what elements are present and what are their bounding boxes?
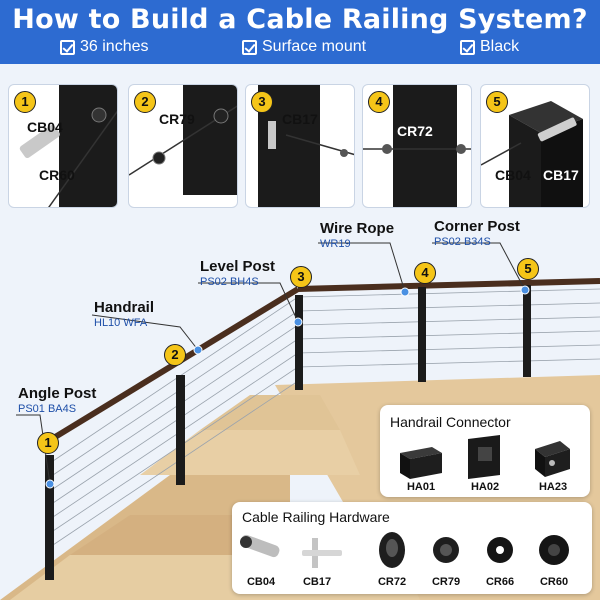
- ha02-icon: [468, 435, 500, 479]
- post-image: [59, 85, 117, 207]
- page-title: How to Build a Cable Railing System?: [12, 4, 588, 35]
- step-badge: 4: [414, 262, 436, 284]
- cb17-icon: [302, 538, 342, 568]
- part-label: CR72: [397, 123, 433, 139]
- cr60-icon: [539, 535, 569, 565]
- part-label: CR79: [431, 576, 461, 588]
- part-label: CB04: [495, 167, 531, 183]
- checkbox-icon: [460, 39, 475, 55]
- step-badge: 1: [14, 91, 36, 113]
- cr72-icon: [379, 532, 405, 568]
- corner-post-icon: [481, 101, 583, 207]
- handrail-connector-box: Handrail Connector HA01 HA02 HA23: [380, 405, 590, 497]
- cr66-icon: [487, 537, 513, 563]
- part-label: CR66: [485, 576, 515, 588]
- cr79-icon: [433, 537, 459, 563]
- cable-fitting-icon: [268, 121, 354, 157]
- step-badge: 4: [368, 91, 390, 113]
- step-panel-5: 5 CB04 CB17: [480, 84, 590, 208]
- box-title: Cable Railing Hardware: [242, 509, 390, 525]
- step-badge: 2: [164, 344, 186, 366]
- step-badge: 5: [486, 91, 508, 113]
- post-image: [183, 85, 237, 195]
- step-badge: 1: [37, 432, 59, 454]
- ha01-icon: [400, 447, 442, 479]
- callout-title-angle-post: Angle Post: [18, 385, 97, 402]
- callout-code-level-post: PS02 BH4S: [200, 276, 259, 288]
- ha23-icon: [535, 441, 570, 477]
- feature-label: Surface mount: [262, 38, 367, 55]
- post-image: [393, 85, 457, 207]
- connector-parts-icons: [400, 435, 570, 479]
- step-panel-3: 3 CB17: [245, 84, 355, 208]
- step-badge: 3: [251, 91, 273, 113]
- part-label: CR72: [377, 576, 407, 588]
- part-label: CB04: [27, 119, 63, 135]
- hardware-parts-icons: [240, 532, 569, 568]
- callout-title-wire-rope: Wire Rope: [320, 220, 395, 237]
- cable-fitting-icon: [129, 105, 237, 176]
- part-label: HA02: [470, 481, 500, 493]
- part-label: CB17: [302, 576, 332, 588]
- feature-label: 36 inches: [80, 38, 149, 55]
- callout-code-wire-rope: WR19: [320, 238, 351, 250]
- step-panel-4: 4 CR72: [362, 84, 472, 208]
- feature-color: Black: [460, 38, 519, 56]
- callout-title-level-post: Level Post: [200, 258, 276, 275]
- part-label: CB04: [246, 576, 276, 588]
- callout-code-corner-post: PS02 B34S: [434, 236, 491, 248]
- step-badge: 2: [134, 91, 156, 113]
- callout-code-handrail: HL10 WFA: [94, 317, 148, 329]
- cable-fitting-icon: [19, 107, 117, 207]
- callout-title-handrail: Handrail: [94, 299, 155, 316]
- checkbox-icon: [60, 39, 75, 55]
- part-label: CB17: [282, 111, 318, 127]
- part-label: HA23: [538, 481, 568, 493]
- callout-code-angle-post: PS01 BA4S: [18, 403, 77, 415]
- part-label: HA01: [406, 481, 436, 493]
- part-label: CR60: [39, 167, 75, 183]
- callout-title-corner-post: Corner Post: [434, 218, 520, 235]
- step-panel-1: 1 CB04 CR60: [8, 84, 118, 208]
- cb04-icon: [240, 534, 280, 558]
- part-label: CR79: [159, 111, 195, 127]
- part-label: CR60: [539, 576, 569, 588]
- feature-label: Black: [480, 38, 520, 55]
- box-title: Handrail Connector: [390, 414, 511, 430]
- checkbox-icon: [242, 39, 257, 55]
- step-badge: 3: [290, 266, 312, 288]
- cable-hardware-box: Cable Railing Hardware CB04 CB17 CR72 CR…: [232, 502, 592, 594]
- cable-fitting-icon: [363, 144, 471, 154]
- feature-height: 36 inches: [60, 38, 149, 56]
- step-panel-2: 2 CR79: [128, 84, 238, 208]
- header-banner: [0, 0, 600, 64]
- step-badge: 5: [517, 258, 539, 280]
- part-label: CB17: [543, 167, 579, 183]
- feature-mount: Surface mount: [242, 38, 366, 56]
